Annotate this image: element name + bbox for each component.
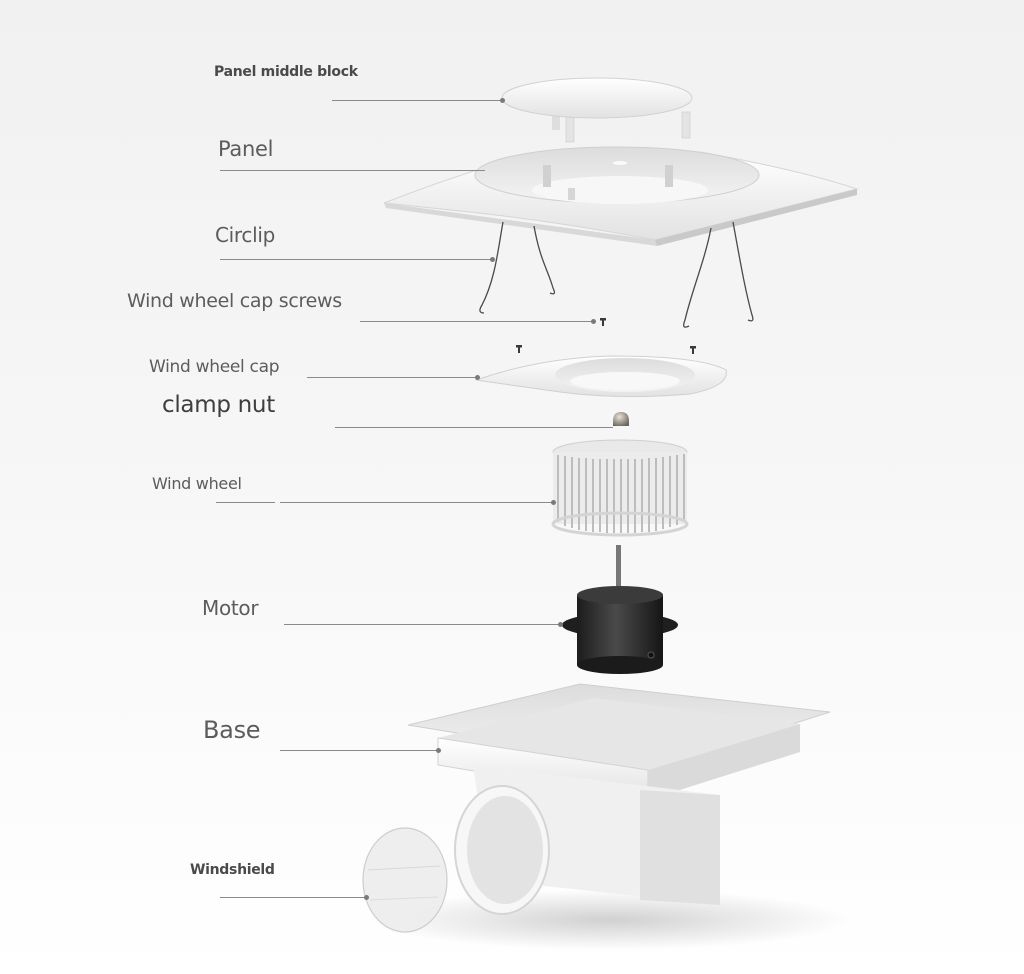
label-wind-wheel-cap-screws: Wind wheel cap screws <box>127 290 342 312</box>
wind-wheel-cap-part <box>475 355 727 398</box>
leader-dot-wind-wheel-cap <box>475 375 480 380</box>
label-base: Base <box>203 716 261 744</box>
leader-dot-wind-wheel <box>551 500 556 505</box>
leader-dot-circlip <box>490 257 495 262</box>
leader-dot-base <box>436 748 441 753</box>
label-windshield: Windshield <box>190 862 275 878</box>
label-panel-middle-block: Panel middle block <box>214 64 358 80</box>
leader-line-panel-middle-block <box>332 100 502 101</box>
label-clamp-nut: clamp nut <box>162 392 275 418</box>
label-motor: Motor <box>202 596 259 620</box>
windshield-part <box>362 827 448 933</box>
leader-dot-wind-wheel-cap-screws <box>591 319 596 324</box>
leader-line-panel <box>220 170 485 171</box>
leader-line-wind-wheel-short <box>216 502 275 503</box>
base-part <box>370 683 850 950</box>
leader-line-wind-wheel-cap <box>307 377 477 378</box>
leader-line-base <box>280 750 438 751</box>
leader-line-windshield <box>220 897 366 898</box>
label-circlip: Circlip <box>215 223 276 247</box>
leader-dot-windshield <box>364 895 369 900</box>
leader-dot-panel-middle-block <box>500 98 505 103</box>
leader-line-wind-wheel <box>280 502 553 503</box>
wind-wheel-cap-screws-part <box>516 318 696 354</box>
label-wind-wheel-cap: Wind wheel cap <box>149 357 280 377</box>
motor-part <box>562 545 678 674</box>
circlip-part <box>479 221 754 328</box>
leader-line-motor <box>284 624 560 625</box>
panel-part <box>383 146 859 246</box>
label-panel: Panel <box>218 137 274 161</box>
label-wind-wheel: Wind wheel <box>152 474 242 493</box>
clamp-nut-part <box>613 412 629 426</box>
leader-line-clamp-nut <box>335 427 613 428</box>
wind-wheel-part <box>551 439 689 537</box>
panel-middle-block-part <box>501 77 693 143</box>
leader-line-wind-wheel-cap-screws <box>360 321 593 322</box>
leader-line-circlip <box>220 259 492 260</box>
leader-dot-motor <box>558 622 563 627</box>
